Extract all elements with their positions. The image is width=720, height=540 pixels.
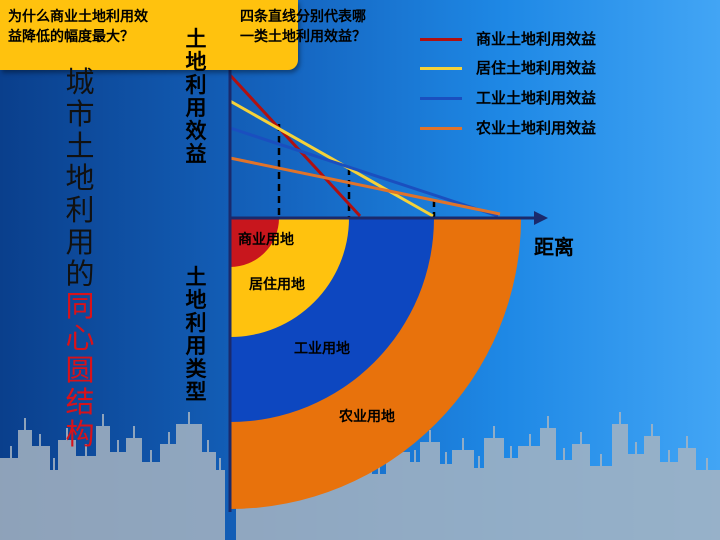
legend-label: 农业土地利用效益	[476, 119, 597, 137]
residential-rent-line	[229, 99, 434, 218]
legend-swatch	[420, 67, 462, 70]
y-axis-label-char: 效	[185, 119, 207, 143]
legend-item: 农业土地利用效益	[420, 117, 680, 137]
industrial-zone-label: 工业用地	[294, 341, 350, 357]
title-highlight-char: 心	[65, 321, 95, 355]
question-2: 四条直线分别代表哪 一类土地利用效益？	[240, 9, 366, 45]
title-char: 市	[65, 97, 95, 131]
title-char: 用	[65, 225, 95, 259]
agricultural-zone-label: 农业用地	[339, 409, 395, 425]
type-label-char: 型	[185, 380, 207, 404]
question-box	[0, 0, 298, 70]
slide-title: 城 市 土 地 利 用 的 同 心 圆 结 构	[62, 66, 98, 450]
y-axis-label: 土 地 利 用 效 益	[183, 28, 209, 166]
y-axis-label-char: 地	[185, 50, 207, 74]
title-highlight-char: 圆	[65, 353, 95, 387]
commercial-rent-line	[228, 73, 362, 218]
question-1: 为什么商业土地利用效 益降低的幅度最大？	[8, 9, 148, 45]
commercial-zone	[230, 218, 279, 267]
legend-swatch	[420, 97, 462, 100]
type-label-char: 土	[185, 265, 207, 289]
legend-item: 居住土地利用效益	[420, 57, 680, 77]
agricultural-rent-line	[229, 156, 501, 216]
type-label-char: 用	[185, 334, 207, 358]
industrial-rent-line	[229, 126, 499, 218]
legend-item: 商业土地利用效益	[420, 28, 680, 48]
title-highlight-char: 同	[65, 289, 95, 323]
title-char: 土	[65, 129, 95, 163]
legend-item: 工业土地利用效益	[420, 87, 680, 107]
type-label-char: 地	[185, 288, 207, 312]
title-char: 的	[65, 257, 95, 291]
legend-label: 工业土地利用效益	[476, 89, 597, 107]
type-label-char: 利	[185, 311, 207, 335]
commercial-zone-label: 商业用地	[238, 232, 294, 248]
y-axis-label-char: 用	[185, 96, 207, 120]
land-use-type-label: 土 地 利 用 类 型	[183, 266, 209, 404]
type-label-char: 类	[185, 357, 207, 381]
legend-swatch	[420, 127, 462, 130]
title-highlight-char: 结	[65, 385, 95, 419]
legend-swatch	[420, 38, 462, 41]
y-axis-label-char: 土	[185, 27, 207, 51]
title-highlight-char: 构	[65, 417, 95, 451]
title-char: 城	[65, 65, 95, 99]
legend-label: 居住土地利用效益	[476, 59, 597, 77]
x-axis-label: 距离	[534, 235, 574, 259]
x-axis-arrow	[534, 211, 548, 225]
y-axis-label-char: 利	[185, 73, 207, 97]
title-char: 地	[65, 161, 95, 195]
y-axis-label-char: 益	[185, 142, 207, 166]
residential-zone-label: 居住用地	[249, 277, 305, 293]
legend-label: 商业土地利用效益	[476, 30, 597, 48]
title-char: 利	[65, 193, 95, 227]
